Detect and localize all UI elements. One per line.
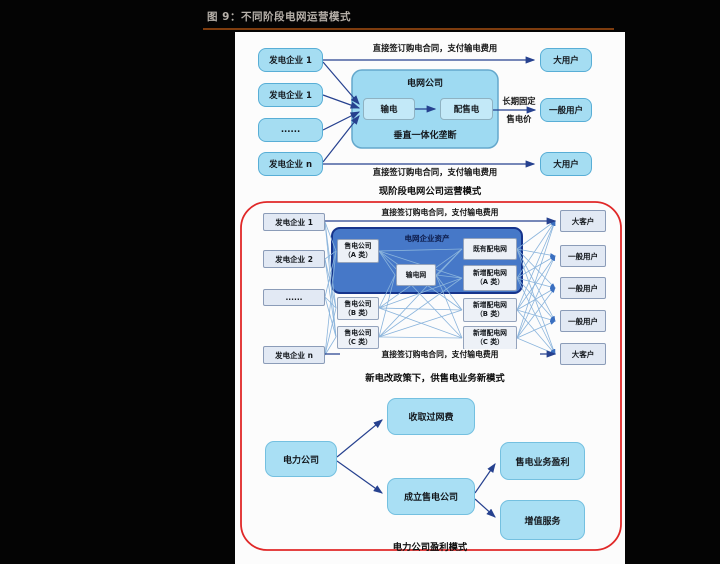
d1-generator-ellipsis: ......	[258, 118, 323, 142]
d2-generator-n: 发电企业 n	[263, 346, 325, 364]
d1-top-contract-label: 直接签订购电合同，支付输电费用	[372, 43, 498, 53]
d3-establish-sale-company: 成立售电公司	[387, 478, 475, 515]
d1-caption: 现阶段电网公司运营模式	[378, 186, 482, 197]
d2-generator-2: 发电企业 2	[263, 250, 325, 268]
d2-grid-assets-title: 电网企业资产	[404, 234, 450, 243]
d2-new-dist-net-b: 新增配电网 （B 类）	[463, 298, 517, 322]
d2-generator-ellipsis: ......	[263, 289, 325, 306]
d3-sale-profit: 售电业务盈利	[500, 442, 585, 480]
d2-sale-company-a: 售电公司 （A 类）	[337, 239, 379, 263]
d1-generator-n: 发电企业 n	[258, 152, 323, 176]
d1-transmission-box: 输电	[363, 98, 415, 120]
d1-price-label-bottom: 售电价	[506, 114, 532, 124]
d1-price-label-top: 长期固定	[502, 96, 536, 106]
d2-new-dist-net-a: 新增配电网 （A 类）	[463, 265, 517, 291]
d2-transmission-net: 输电网	[396, 264, 436, 286]
d2-bottom-contract-label: 直接签订购电合同，支付输电费用	[340, 349, 540, 360]
d1-generator-1: 发电企业 1	[258, 48, 323, 72]
figure-panel: 直接签订购电合同，支付输电费用 发电企业 1 发电企业 1 ...... 发电企…	[235, 32, 625, 564]
d2-large-customer-bottom: 大客户	[560, 343, 606, 365]
d2-existing-dist-net: 既有配电网	[463, 238, 517, 260]
d2-caption: 新电改政策下，供售电业务新模式	[365, 373, 505, 384]
d1-generator-2: 发电企业 1	[258, 83, 323, 107]
d2-new-dist-net-c: 新增配电网 （C 类）	[463, 326, 517, 350]
d2-large-customer-top: 大客户	[560, 210, 606, 232]
d1-bottom-contract-label: 直接签订购电合同，支付输电费用	[372, 167, 498, 177]
title-underline	[203, 28, 614, 30]
d3-value-added-service: 增值服务	[500, 500, 585, 540]
d3-caption: 电力公司盈利模式	[392, 542, 468, 553]
d2-top-contract-label: 直接签订购电合同，支付输电费用	[381, 208, 499, 217]
d3-power-company: 电力公司	[265, 441, 337, 477]
d1-large-user-bottom: 大用户	[540, 152, 592, 176]
d1-distribution-sales-box: 配售电	[440, 98, 493, 120]
d1-grid-company-title: 电网公司	[406, 79, 443, 89]
d2-general-user-2: 一般用户	[560, 277, 606, 299]
mesh-lines	[324, 220, 556, 356]
figure-title: 图 9：不同阶段电网运营模式	[207, 11, 351, 23]
d3-collect-fee: 收取过网费	[387, 398, 475, 435]
d2-generator-1: 发电企业 1	[263, 213, 325, 231]
d2-general-user-3: 一般用户	[560, 310, 606, 332]
highlight-outline	[240, 201, 622, 551]
d1-large-user-top: 大用户	[540, 48, 592, 72]
d2-general-user-1: 一般用户	[560, 245, 606, 267]
d2-sale-company-c: 售电公司 （C 类）	[337, 326, 379, 349]
d2-sale-company-b: 售电公司 （B 类）	[337, 297, 379, 320]
d1-general-user: 一般用户	[540, 98, 592, 122]
d1-monopoly-note: 垂直一体化垄断	[393, 131, 457, 141]
